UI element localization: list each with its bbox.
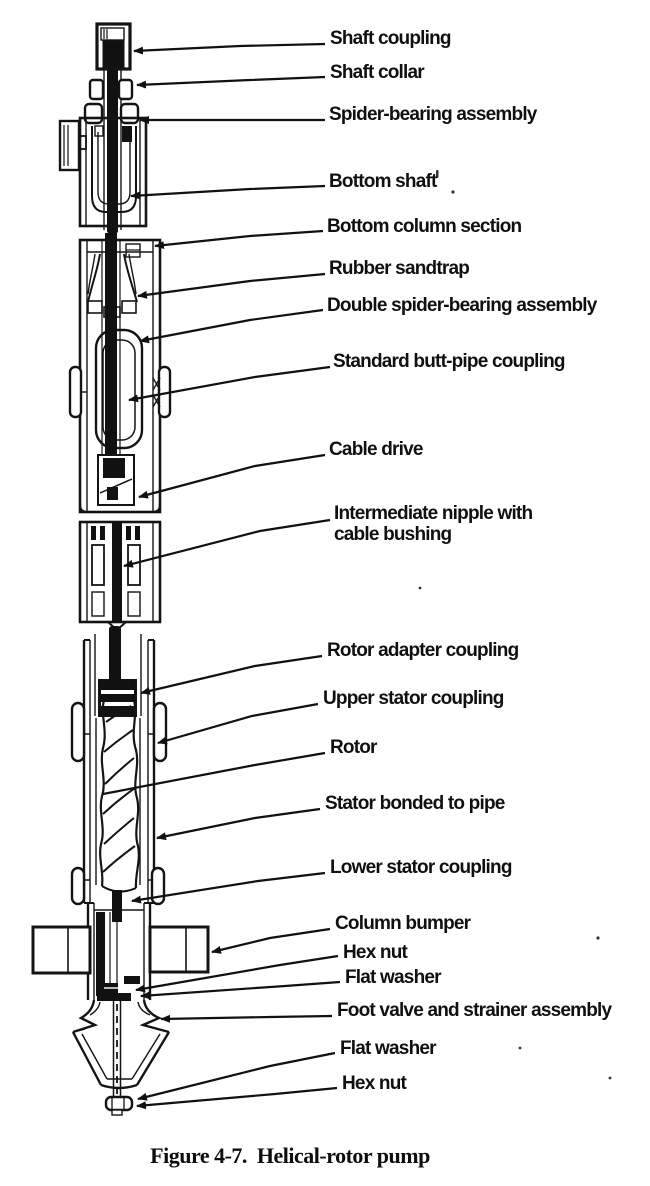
shaft-collar-part [88, 78, 134, 101]
double-spider-bearing-part [94, 328, 144, 450]
label-bottom-column-section: Bottom column section [327, 216, 522, 237]
label-cable-drive: Cable drive [329, 439, 423, 460]
label-spider-bearing: Spider-bearing assembly [329, 104, 537, 125]
stator-pipe-part [82, 634, 156, 904]
label-rubber-sandtrap: Rubber sandtrap [329, 258, 470, 279]
leader-lines [102, 42, 341, 1110]
label-rotor-adapter-coupling: Rotor adapter coupling [327, 640, 519, 661]
label-flat-washer-lower: Flat washer [340, 1038, 437, 1059]
label-shaft-coupling: Shaft coupling [330, 28, 452, 49]
upper-stator-coupling-part [70, 701, 168, 763]
intermediate-nipple-part [78, 520, 162, 632]
figure-caption-title: Helical-rotor pump [256, 1143, 430, 1168]
label-intermediate-nipple: Intermediate nipple with cable bushing [334, 503, 533, 546]
lower-stator-coupling-part [70, 866, 166, 906]
scan-marks [418, 170, 612, 1080]
figure-caption-number: Figure 4-7. [150, 1143, 247, 1168]
cable-drive-part [97, 454, 135, 506]
rubber-sandtrap-part [87, 253, 138, 318]
column-bumper-part [31, 925, 210, 975]
spider-bearing-assembly-part [58, 102, 148, 228]
bottom-hex-nut-part [104, 1095, 134, 1116]
label-stator-bonded-to-pipe: Stator bonded to pipe [325, 793, 505, 814]
label-hex-nut-upper: Hex nut [343, 942, 408, 963]
label-foot-valve-strainer: Foot valve and strainer assembly [337, 1000, 612, 1021]
hex-nut-flat-washer-part [96, 912, 140, 1001]
label-flat-washer-upper: Flat washer [345, 967, 442, 988]
column-shaft-part [101, 233, 121, 461]
label-shaft-collar: Shaft collar [330, 62, 425, 83]
rotor-part [99, 699, 140, 893]
label-upper-stator-coupling: Upper stator coupling [323, 688, 504, 709]
label-double-spider-bearing: Double spider-bearing assembly [327, 295, 597, 316]
label-column-bumper: Column bumper [335, 913, 471, 934]
rotor-adapter-coupling-part [98, 626, 137, 717]
label-bottom-shaft: Bottom shaft [329, 171, 437, 192]
figure-caption: Figure 4-7. Helical-rotor pump [60, 1143, 520, 1169]
label-rotor: Rotor [330, 737, 377, 758]
shaft-coupling-part [95, 22, 132, 71]
label-butt-pipe-coupling: Standard butt-pipe coupling [333, 351, 566, 372]
foot-valve-strainer-part [71, 999, 171, 1097]
label-hex-nut-lower: Hex nut [342, 1073, 407, 1094]
label-lower-stator-coupling: Lower stator coupling [330, 857, 512, 878]
